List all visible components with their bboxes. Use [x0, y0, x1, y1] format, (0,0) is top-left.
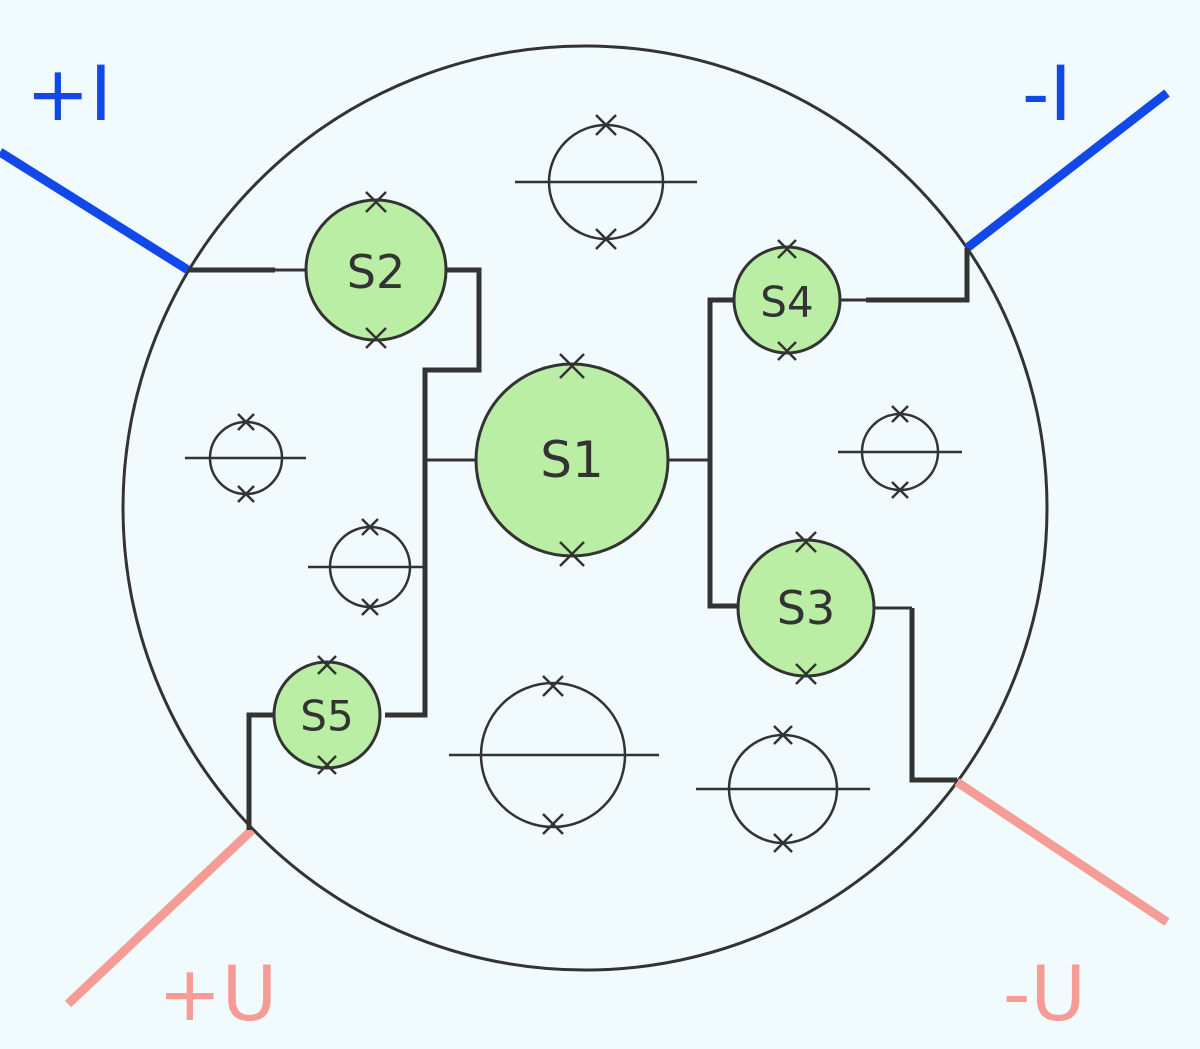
sample-outline [121, 44, 1049, 972]
lead-minus-u [954, 778, 1170, 926]
terminal-label-plus-u: +U [158, 949, 277, 1038]
wire-s2-to-s1-s5 [385, 267, 482, 718]
sensor-s3: S3 [736, 531, 876, 685]
empty-site-left [185, 413, 306, 503]
empty-site-top [515, 114, 697, 250]
wire-s4-to-minus-i [866, 248, 970, 303]
sensor-s2: S2 [304, 191, 448, 349]
wire-s4-to-s3-bus [707, 297, 738, 609]
sensor-label-s3: S3 [777, 581, 835, 635]
sensor-s5: S5 [272, 655, 382, 775]
sensor-label-s5: S5 [300, 692, 353, 741]
sensor-s4: S4 [732, 239, 842, 361]
wire-s5-to-plus-u [246, 712, 276, 830]
terminal-label-minus-i: -I [1022, 49, 1072, 138]
empty-site-bottom-right [696, 725, 870, 853]
terminal-label-minus-u: -U [1003, 949, 1086, 1038]
sensor-label-s2: S2 [347, 245, 405, 299]
empty-site-center-left [308, 518, 424, 616]
empty-site-right [838, 405, 962, 499]
wire-s3-to-minus-u [909, 608, 957, 783]
lead-minus-i [964, 89, 1170, 252]
sensor-label-s1: S1 [540, 431, 604, 489]
terminal-label-plus-i: +I [26, 49, 112, 138]
lead-plus-i [0, 148, 191, 274]
empty-site-bottom-center [449, 675, 659, 835]
sensor-s1: S1 [474, 353, 670, 567]
sensor-label-s4: S4 [760, 278, 813, 327]
lead-plus-u [64, 826, 256, 1008]
